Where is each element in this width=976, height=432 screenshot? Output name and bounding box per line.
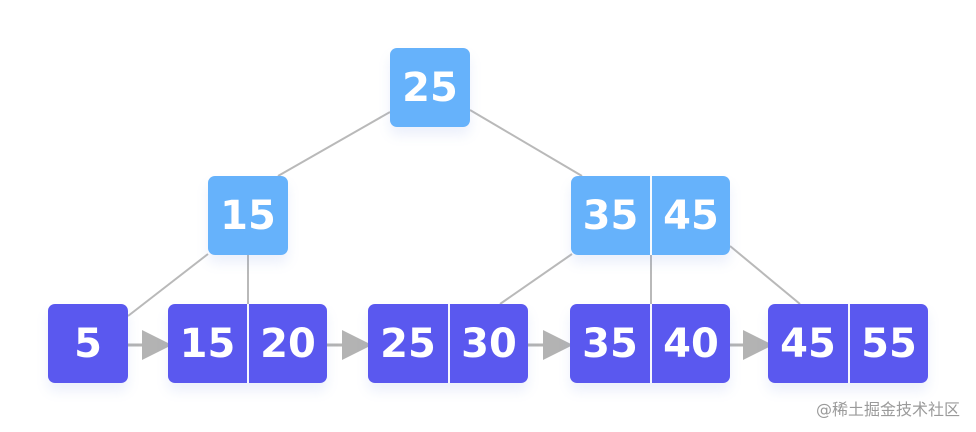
- internal-key: 45: [650, 176, 730, 255]
- root-node: 25: [390, 48, 470, 127]
- leaf-node-15-20: 15 20: [168, 304, 327, 383]
- edge-internal-15-to-leaf-5: [127, 253, 209, 317]
- leaf-key: 45: [780, 320, 836, 367]
- leaf-key: 25: [380, 320, 436, 367]
- leaf-key: 20: [247, 304, 327, 383]
- leaf-node-35-40: 35 40: [570, 304, 730, 383]
- leaf-key: 40: [650, 304, 730, 383]
- edge-internal-35-45-to-leaf-25-30: [499, 253, 573, 305]
- leaf-key: 35: [582, 320, 638, 367]
- internal-node-35-45: 35 45: [571, 176, 730, 255]
- leaf-node-5: 5: [48, 304, 128, 383]
- internal-key: 15: [220, 192, 276, 239]
- root-key: 25: [402, 64, 458, 111]
- leaf-key: 15: [179, 320, 236, 367]
- leaf-key: 5: [74, 320, 102, 367]
- leaf-key: 55: [848, 304, 928, 383]
- watermark: @稀土掘金技术社区: [815, 400, 960, 419]
- edge-root-to-internal-15: [277, 111, 391, 177]
- leaf-key: 30: [448, 304, 528, 383]
- leaf-node-25-30: 25 30: [368, 304, 528, 383]
- leaf-node-45-55: 45 55: [768, 304, 928, 383]
- internal-key: 35: [582, 192, 639, 239]
- edge-internal-35-45-to-leaf-45-55: [729, 245, 801, 305]
- internal-node-15: 15: [208, 176, 288, 255]
- edge-root-to-internal-35-45: [469, 109, 583, 177]
